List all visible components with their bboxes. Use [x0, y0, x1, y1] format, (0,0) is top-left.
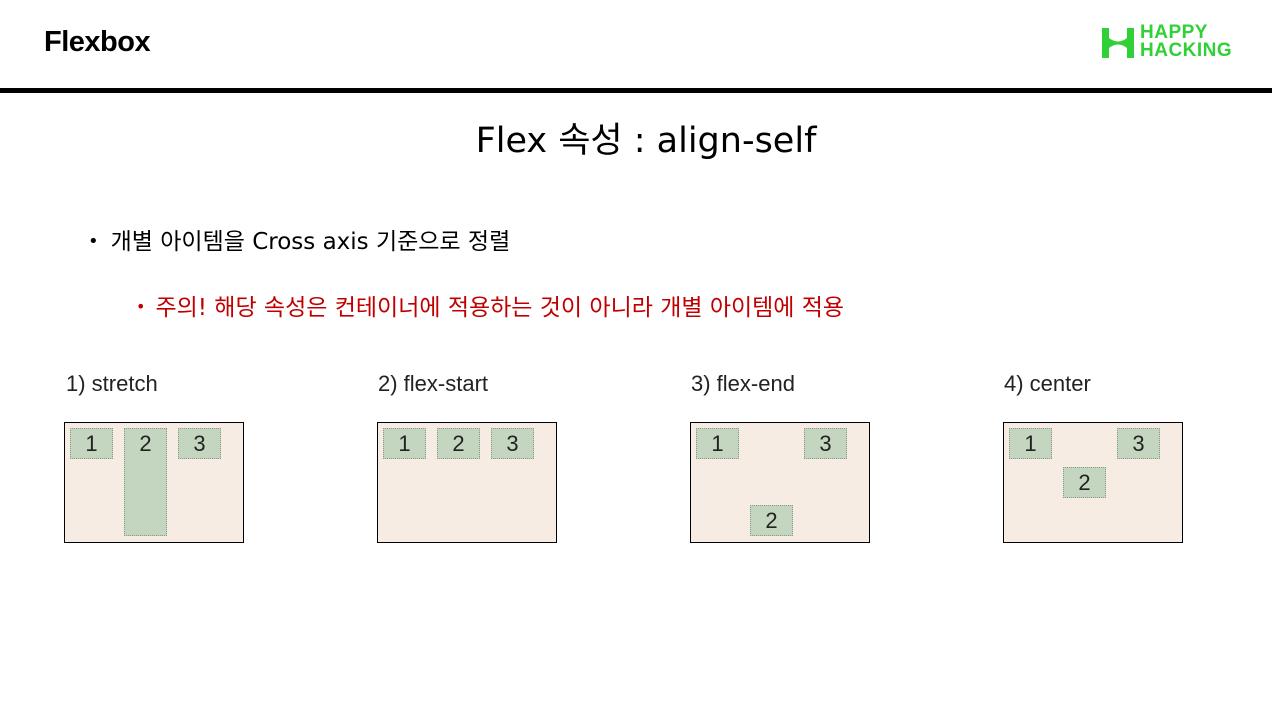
- flex-item-stretched: 2: [124, 428, 167, 536]
- flex-item-end: 2: [750, 505, 793, 536]
- bullet-dot-icon: •: [136, 297, 146, 316]
- header-title: Flexbox: [44, 26, 151, 58]
- example-container-stretch: 1 2 3: [64, 422, 244, 543]
- bullet-main-text: 개별 아이템을 Cross axis 기준으로 정렬: [110, 229, 511, 255]
- example-container-center: 1 2 3: [1003, 422, 1183, 543]
- flex-item-centered: 2: [1063, 467, 1106, 498]
- example-caption-flex-start: 2) flex-start: [378, 371, 489, 396]
- logo-line-2: HACKING: [1140, 40, 1233, 61]
- example-caption-stretch: 1) stretch: [66, 371, 158, 396]
- flex-item: 1: [696, 428, 739, 459]
- logo-text: HAPPY HACKING: [1140, 22, 1233, 61]
- header-divider: [0, 88, 1272, 93]
- example-caption-flex-end: 3) flex-end: [691, 371, 795, 396]
- bullet-dot-icon: •: [88, 231, 99, 252]
- flex-item: 1: [1009, 428, 1052, 459]
- flex-item: 3: [804, 428, 847, 459]
- flex-item: 3: [1117, 428, 1160, 459]
- flex-item: 2: [437, 428, 480, 459]
- bullet-note-text: 주의! 해당 속성은 컨테이너에 적용하는 것이 아니라 개별 아이템에 적용: [155, 295, 845, 321]
- happy-hacking-logo: HAPPY HACKING: [1100, 22, 1245, 64]
- logo-mark-icon: [1102, 28, 1134, 58]
- flex-item: 1: [383, 428, 426, 459]
- example-container-flex-end: 1 2 3: [690, 422, 870, 543]
- slide-title: Flex 속성 : align-self: [475, 121, 817, 161]
- example-container-flex-start: 1 2 3: [377, 422, 557, 543]
- logo-line-1: HAPPY: [1140, 22, 1208, 43]
- flex-item: 3: [178, 428, 221, 459]
- bullet-note: • 주의! 해당 속성은 컨테이너에 적용하는 것이 아니라 개별 아이템에 적용: [136, 288, 844, 322]
- bullet-main: • 개별 아이템을 Cross axis 기준으로 정렬: [88, 222, 510, 256]
- example-caption-center: 4) center: [1004, 371, 1091, 396]
- flex-item: 3: [491, 428, 534, 459]
- flex-item: 1: [70, 428, 113, 459]
